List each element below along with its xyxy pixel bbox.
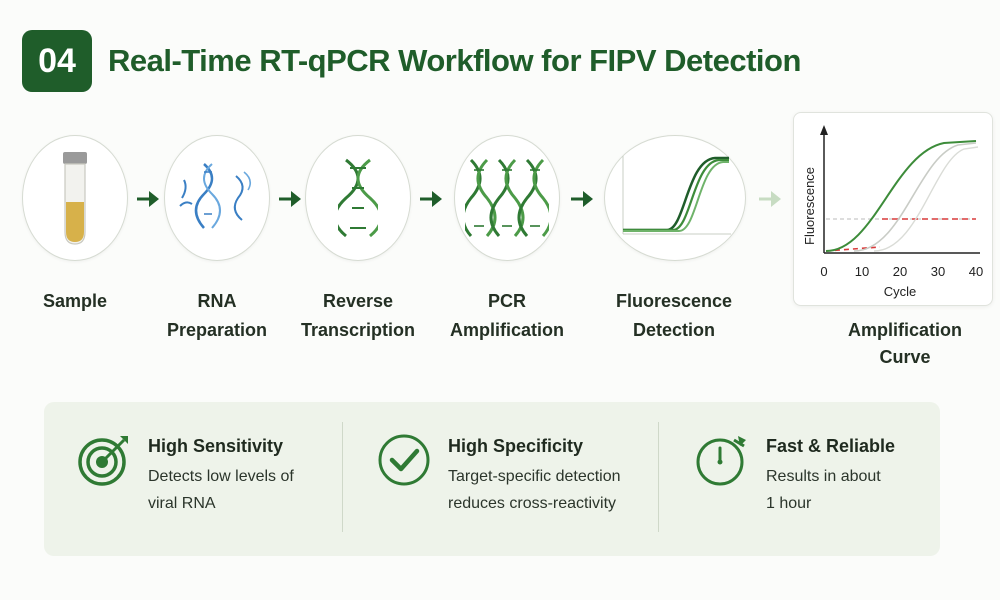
- x-axis-label: Cycle: [884, 284, 917, 299]
- step-rna-circle: [164, 135, 270, 261]
- step-fluorescence-label: Fluorescence Detection: [615, 291, 733, 340]
- header: 04 Real-Time RT-qPCR Workflow for FIPV D…: [22, 30, 801, 92]
- step-rt-label: Reverse Transcription: [300, 291, 416, 340]
- divider: [342, 422, 343, 532]
- fluorescence-curves-icon: [622, 156, 731, 235]
- step-reverse-transcription: Reverse Transcription: [288, 135, 428, 345]
- feature-high-sensitivity: High Sensitivity Detects low levels of v…: [76, 432, 348, 517]
- feature-title: High Sensitivity: [148, 436, 284, 456]
- step-sample-circle: [22, 135, 128, 261]
- dna-helix-icon: [338, 158, 378, 238]
- amplification-curve-label: Amplification Curve: [847, 320, 962, 367]
- feature-high-specificity: High Specificity Target-specific detecti…: [376, 432, 648, 517]
- feature-title: Fast & Reliable: [766, 436, 896, 456]
- arrow-right-icon: [279, 191, 301, 207]
- target-icon: [78, 436, 128, 486]
- test-tube-icon: [63, 152, 87, 245]
- step-rna-preparation: RNA Preparation: [147, 135, 287, 345]
- step-number-badge: 04: [22, 30, 92, 92]
- x-tick-label: 30: [931, 264, 945, 279]
- x-tick-label: 0: [820, 264, 827, 279]
- check-circle-icon: [378, 434, 430, 486]
- feature-fast-reliable: Fast & Reliable Results in about 1 hour: [694, 432, 966, 517]
- rna-strands-icon: [179, 163, 252, 229]
- step-fluorescence-detection: Fluorescence Detection: [604, 135, 746, 345]
- step-fluorescence-circle: [604, 135, 746, 261]
- amplification-curve-card: Fluorescence 0 10 20 30 40 Cycle: [793, 112, 993, 306]
- x-tick-label: 40: [969, 264, 983, 279]
- arrow-right-icon: [759, 191, 781, 207]
- amplification-curve-plot: Fluorescence 0 10 20 30 40 Cycle: [802, 125, 983, 299]
- page-title: Real-Time RT-qPCR Workflow for FIPV Dete…: [108, 43, 801, 78]
- stopwatch-icon: [696, 436, 746, 486]
- divider: [658, 422, 659, 532]
- arrow-right-icon: [420, 191, 442, 207]
- step-rt-circle: [305, 135, 411, 261]
- step-rna-label: RNA Preparation: [166, 291, 268, 340]
- feature-description: Target-specific detection reduces cross-…: [448, 468, 621, 512]
- step-sample: Sample: [5, 135, 145, 316]
- triple-dna-helix-icon: [465, 158, 549, 237]
- features-panel: High Sensitivity Detects low levels of v…: [44, 402, 940, 556]
- feature-title: High Specificity: [448, 436, 584, 456]
- y-axis-label: Fluorescence: [802, 167, 817, 245]
- step-pcr-amplification: PCR Amplification: [437, 135, 577, 345]
- feature-description: Results in about 1 hour: [766, 468, 881, 512]
- step-pcr-circle: [454, 135, 560, 261]
- arrow-right-icon: [571, 191, 593, 207]
- step-pcr-label: PCR Amplification: [449, 291, 564, 340]
- feature-description: Detects low levels of viral RNA: [148, 468, 294, 512]
- x-tick-label: 10: [855, 264, 869, 279]
- x-tick-label: 20: [893, 264, 907, 279]
- arrow-right-icon: [137, 191, 159, 207]
- step-sample-label: Sample: [42, 291, 108, 311]
